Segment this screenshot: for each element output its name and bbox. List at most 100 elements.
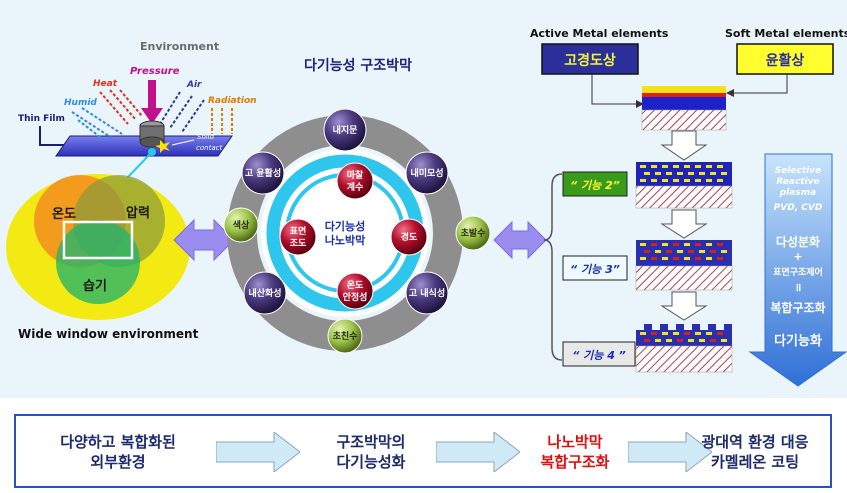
inner-node-3-label: 안정성 [343, 291, 368, 303]
plus-sign: + [793, 250, 802, 263]
flow-arrow-1 [216, 432, 300, 472]
flow-step-3-line-1: 나노박막 [547, 433, 603, 451]
humid-label: Humid [64, 98, 97, 108]
solid-contact-label-1: Solid [197, 133, 215, 141]
solid-contact-pointer [171, 139, 195, 146]
outer-node-4-sphere [405, 271, 449, 315]
flow-arrow-3 [628, 432, 712, 472]
contact-cylinder-base [139, 136, 165, 148]
outer-node-4: 고 내식성 [405, 271, 449, 315]
flow-step-2-line-1: 구조박막의 [336, 433, 406, 451]
stack4-dots-dot-10 [655, 339, 661, 342]
outer-node-8-label: 고 윤활성 [245, 167, 281, 179]
stack1-red [642, 93, 726, 97]
lube-phase-connector-head [726, 89, 734, 97]
flow-step-2: 구조박막의 다기능성화 [304, 428, 438, 476]
hard-phase-box [541, 43, 639, 75]
stack3-dots-dot-8 [717, 243, 723, 246]
stack4-dots-dot-4 [673, 332, 679, 335]
hard-phase-connector-head [636, 100, 644, 108]
stack2-dots-dot-21 [684, 179, 690, 182]
stack2-dots-dot-22 [695, 179, 701, 182]
pressure-arrow-head [141, 108, 163, 124]
stack2-dots-dot-11 [666, 172, 672, 175]
stack4-dots-dot-16 [721, 339, 727, 342]
stack3-dots-dot-1 [640, 243, 646, 246]
radiation-arrows [211, 108, 233, 134]
outer-node-5-label: 초친수 [333, 330, 358, 342]
stack3-dots-dot-12 [677, 250, 683, 253]
flow-step-1-line-1: 다양하고 복합화된 [60, 433, 176, 451]
inner-node-3-label: 온도 [347, 280, 364, 291]
process-down-arrow [748, 153, 847, 387]
stack3-dots-dot-11 [666, 250, 672, 253]
stack1-blue [642, 97, 726, 110]
function4-box [562, 341, 636, 367]
stack3-dots-dot-5 [684, 243, 690, 246]
process-line-3: plasma [779, 188, 816, 198]
venn-window [62, 220, 134, 260]
diagram-canvas: Environment Pressure Heat Humid Air Radi… [0, 0, 847, 398]
stack2-dots-dot-8 [717, 165, 723, 168]
stack2-dots-dot-6 [695, 165, 701, 168]
stack2-dots-dot-1 [640, 165, 646, 168]
stack3-dots-dot-2 [651, 243, 657, 246]
venn-caption: Wide window environment [18, 327, 199, 341]
stack1-yellow [642, 86, 726, 93]
stack2-dots-dot-9 [644, 172, 650, 175]
stack2-dots-dot-23 [706, 179, 712, 182]
outer-node-5: 초친수 [327, 318, 363, 354]
stack4-dots [640, 332, 727, 342]
outer-node-7-label: 색상 [233, 219, 250, 231]
stack3-dots-dot-17 [640, 257, 646, 260]
stack2-dots-dot-2 [651, 165, 657, 168]
surface-control-label: 표면구조제어 [773, 266, 823, 278]
outer-node-7-sphere [223, 207, 259, 243]
coating-process: Active Metal elements Soft Metal element… [530, 27, 847, 387]
stack3-dots-dot-16 [721, 250, 727, 253]
inner-light-disk [280, 168, 410, 298]
stack3-dots-dot-20 [673, 257, 679, 260]
stack2-dots-dot-13 [688, 172, 694, 175]
inner-node-4-sphere [279, 218, 317, 256]
stack2-dots-dot-24 [717, 179, 723, 182]
stack2-dots-dot-4 [673, 165, 679, 168]
venn-humidity-circle [56, 220, 140, 304]
stack3-dots-dot-18 [651, 257, 657, 260]
down-arrow-2 [660, 209, 708, 239]
inner-node-1-label: 마찰 [347, 169, 364, 181]
outer-node-2-sphere [405, 151, 449, 195]
stack2-dots-dot-16 [721, 172, 727, 175]
stack4-dots-dot-15 [710, 339, 716, 342]
outer-node-5-sphere [327, 318, 363, 354]
process-line-2: Reactive [776, 177, 819, 187]
active-metal-title: Active Metal elements [530, 27, 669, 40]
outer-node-3: 초발수 [455, 215, 491, 251]
flow-arrow-2 [436, 432, 520, 472]
stack2-dots-dot-3 [662, 165, 668, 168]
outer-node-7: 색상 [223, 207, 259, 243]
stack2-dots-dot-19 [662, 179, 668, 182]
lube-phase-label: 윤활상 [766, 52, 805, 69]
equals-sign: ॥ [795, 281, 802, 294]
stack-function-2 [635, 162, 733, 209]
stack3-dots-dot-15 [710, 250, 716, 253]
rings-title: 다기능성 구조박막 [304, 57, 412, 74]
down-arrow-1 [660, 130, 708, 161]
stack3-substrate [635, 265, 733, 291]
stack4-dots-dot-1 [640, 332, 646, 335]
flow-step-1-line-2: 외부환경 [90, 453, 146, 471]
air-label: Air [186, 80, 202, 90]
hard-phase-label: 고경도상 [564, 52, 616, 69]
stack3-dots [640, 243, 727, 260]
center-label-2: 나노박막 [325, 233, 365, 247]
environment-illustration: Environment Pressure Heat Humid Air Radi… [18, 40, 257, 225]
pressure-arrow-shaft [148, 80, 156, 110]
process-line-4: PVD, CVD [774, 203, 823, 213]
stack4-dots-dot-3 [662, 332, 668, 335]
outer-node-3-label: 초발수 [461, 227, 486, 239]
